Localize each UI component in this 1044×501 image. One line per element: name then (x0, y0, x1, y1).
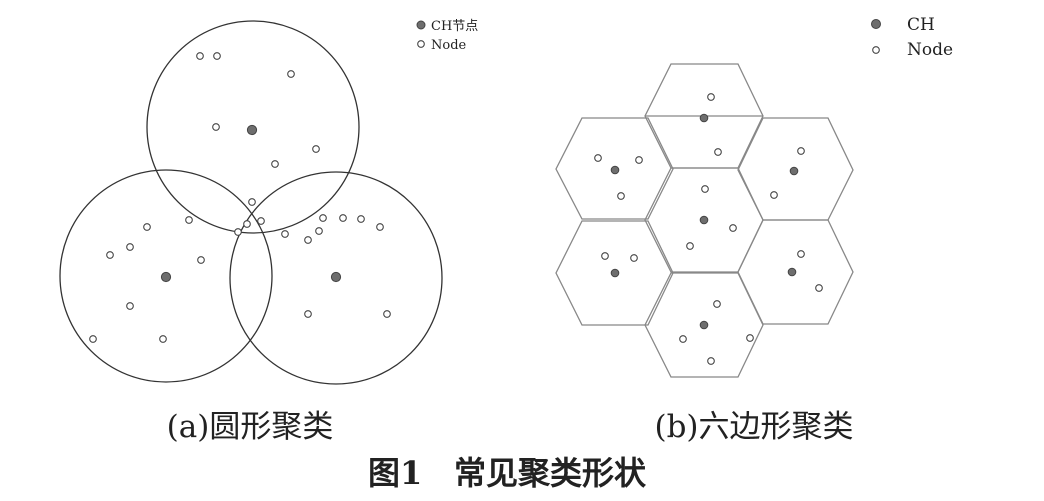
sensor-node (594, 154, 602, 162)
sensor-node (304, 236, 312, 244)
sensor-node (701, 185, 709, 193)
legend-ch-symbol (416, 20, 426, 30)
sensor-node (126, 302, 134, 310)
cluster-circle-left (59, 169, 273, 383)
sensor-node (770, 191, 778, 199)
sensor-node (713, 300, 721, 308)
sensor-node (106, 251, 114, 259)
figure-caption: 图1 常见聚类形状 (368, 454, 647, 492)
legend-node-symbol (417, 40, 425, 48)
sensor-node (212, 123, 220, 131)
sensor-node (601, 252, 609, 260)
panel-b-cluster-heads (610, 113, 799, 330)
legend-ch-label: CH节点 (431, 19, 478, 34)
legend-ch-symbol (871, 19, 881, 29)
legend-node-label: Node (431, 38, 467, 53)
sensor-node (126, 243, 134, 251)
cluster-circle-right (229, 171, 443, 385)
cluster-head-node (330, 271, 342, 283)
cluster-head-node (610, 165, 620, 175)
sensor-node (143, 223, 151, 231)
sensor-node (357, 215, 365, 223)
sensor-node (196, 52, 204, 60)
caption-title: 常见聚类形状 (454, 454, 647, 492)
sensor-node (257, 217, 265, 225)
panel-a-label: (a)圆形聚类 (167, 409, 334, 445)
panel-b-label: (b)六边形聚类 (654, 409, 853, 445)
legend-ch-label: CH (907, 15, 935, 35)
panel-b-legend: CH Node (871, 15, 953, 60)
cluster-head-node (787, 267, 797, 277)
sensor-node (630, 254, 638, 262)
sensor-node (707, 93, 715, 101)
cluster-head-node (246, 124, 258, 136)
sensor-node (686, 242, 694, 250)
panel-a-cluster-heads (160, 124, 342, 283)
panel-b-diagram: CH Node (b)六边形聚类 (555, 15, 953, 445)
cluster-head-node (160, 271, 172, 283)
sensor-node (243, 220, 251, 228)
sensor-node (797, 250, 805, 258)
sensor-node (271, 160, 279, 168)
cluster-head-node (789, 166, 799, 176)
sensor-node (287, 70, 295, 78)
legend-node-symbol (872, 46, 880, 54)
sensor-node (185, 216, 193, 224)
sensor-node (797, 147, 805, 155)
sensor-node (234, 228, 242, 236)
cluster-head-node (610, 268, 620, 278)
sensor-node (617, 192, 625, 200)
hexagon-cell-lower-right (737, 219, 854, 325)
sensor-node (729, 224, 737, 232)
sensor-node (339, 214, 347, 222)
panel-b-nodes (594, 93, 823, 365)
hexagon-cell-lower-left (555, 220, 674, 326)
cluster-head-node (699, 113, 709, 123)
panel-a-diagram: CH节点 Node (a)圆形聚类 (59, 19, 478, 445)
sensor-node (159, 335, 167, 343)
sensor-node (815, 284, 823, 292)
cluster-circle-top (146, 20, 360, 234)
sensor-node (248, 198, 256, 206)
legend-node-label: Node (907, 40, 953, 60)
sensor-node (315, 227, 323, 235)
panel-a-nodes (89, 52, 391, 343)
sensor-node (714, 148, 722, 156)
hexagon-cell-upper-left (555, 117, 674, 220)
cluster-head-node (699, 215, 709, 225)
sensor-node (635, 156, 643, 164)
sensor-node (383, 310, 391, 318)
panel-a-legend: CH节点 Node (416, 19, 478, 53)
sensor-node (707, 357, 715, 365)
sensor-node (213, 52, 221, 60)
cluster-head-node (699, 320, 709, 330)
sensor-node (312, 145, 320, 153)
caption-number: 图1 (368, 454, 422, 492)
sensor-node (281, 230, 289, 238)
sensor-node (376, 223, 384, 231)
sensor-node (679, 335, 687, 343)
sensor-node (746, 334, 754, 342)
sensor-node (197, 256, 205, 264)
hexagon-cell-bottom (644, 272, 764, 378)
sensor-node (304, 310, 312, 318)
sensor-node (319, 214, 327, 222)
sensor-node (89, 335, 97, 343)
